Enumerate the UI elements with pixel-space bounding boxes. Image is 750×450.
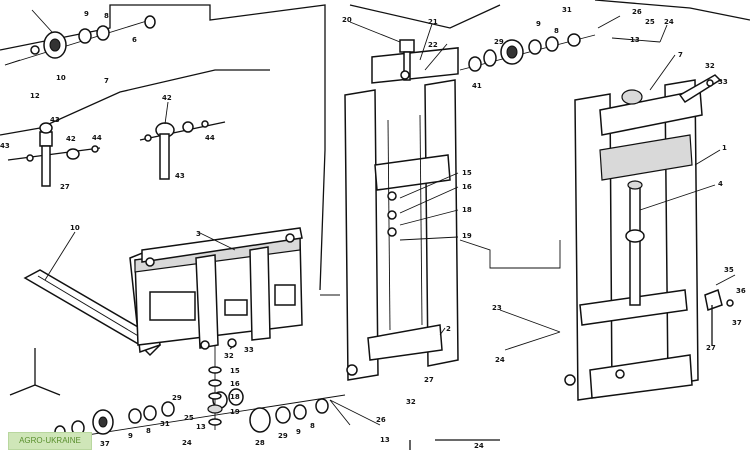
callout-15: 15 [462, 169, 472, 177]
callout-33: 33 [718, 78, 728, 86]
callout-1: 1 [722, 144, 727, 152]
callout-7: 7 [678, 51, 683, 59]
callout-30: 29 [494, 38, 504, 46]
callout-5: 7 [104, 77, 109, 85]
callout-25b: 24 [182, 439, 192, 447]
watermark-text: AGRO-UKRAINE [19, 436, 81, 445]
small-parts-right [704, 274, 736, 345]
inner-mast [344, 39, 459, 381]
leader-lines [31, 9, 721, 351]
callout-15b: 15 [230, 367, 240, 375]
callout-9: 9 [84, 10, 89, 18]
callout-44b: 44 [205, 134, 215, 142]
callout-25c: 24 [474, 442, 484, 450]
callout-14c: 13 [380, 436, 390, 444]
callout-26b: 25 [184, 414, 194, 422]
callout-4: 4 [718, 180, 723, 188]
outer-mast [564, 74, 722, 401]
callout-16: 16 [462, 183, 472, 191]
callout-2: 2 [446, 325, 451, 333]
callout-9b: 9 [536, 20, 541, 28]
callout-20: 20 [342, 16, 352, 24]
callout-30c: 29 [278, 432, 288, 440]
callout-37: 41 [472, 82, 482, 90]
callout-28b: 27 [424, 376, 434, 384]
callout-16b: 16 [230, 380, 240, 388]
callout-28: 27 [60, 183, 70, 191]
callout-41b: 42 [162, 94, 172, 102]
callout-36: 37 [732, 319, 742, 327]
callout-21: 21 [428, 18, 438, 26]
callout-32b: 32 [705, 62, 715, 70]
callout-18: 18 [462, 206, 472, 214]
callout-3: 3 [196, 230, 201, 238]
callout-26: 25 [645, 18, 655, 26]
callout-44: 44 [92, 134, 102, 142]
callout-9c: 9 [128, 432, 133, 440]
callout-41: 42 [66, 135, 76, 143]
callout-9d: 9 [296, 428, 301, 436]
callout-33b: 33 [244, 346, 254, 354]
watermark-logo: AGRO-UKRAINE [8, 432, 92, 450]
callout-labels: 7 10 12 8 9 6 43 42 44 43 27 42 43 44 10… [0, 6, 746, 450]
callout-19b: 19 [230, 408, 240, 416]
callout-6: 6 [132, 36, 137, 44]
callout-31b: 31 [160, 420, 170, 428]
callout-35: 36 [736, 287, 746, 295]
callout-34: 35 [724, 266, 734, 274]
pin-cluster-left [7, 122, 101, 187]
callout-23: 23 [492, 304, 502, 312]
callout-12: 10 [56, 74, 66, 82]
callout-10: 10 [70, 224, 80, 232]
callout-27: 26 [632, 8, 642, 16]
callout-18b: 18 [230, 393, 240, 401]
callout-32c: 32 [224, 352, 234, 360]
callout-8b: 8 [554, 27, 559, 35]
callout-31: 31 [562, 6, 572, 14]
callout-14: 13 [630, 36, 640, 44]
callout-22: 22 [428, 41, 438, 49]
callout-14b: 13 [196, 423, 206, 431]
callout-36b: 37 [100, 440, 110, 448]
upper-roller-assembly [459, 33, 596, 72]
callout-13: 12 [30, 92, 40, 100]
pin-assembly-center [139, 120, 226, 180]
callout-30b: 29 [172, 394, 182, 402]
top-left-roller-assembly [4, 15, 156, 66]
callout-25: 24 [664, 18, 674, 26]
callout-8d: 8 [310, 422, 315, 430]
callout-8: 8 [104, 12, 109, 20]
callout-27b: 26 [376, 416, 386, 424]
callout-24: 24 [495, 356, 505, 364]
callout-32: 32 [406, 398, 416, 406]
callout-19: 19 [462, 232, 472, 240]
callout-28c: 27 [706, 344, 716, 352]
axis-indicator [9, 348, 61, 396]
callout-43b: 43 [175, 172, 185, 180]
vertical-parts-stack [200, 338, 237, 430]
callout-8c: 8 [146, 427, 151, 435]
callout-42: 43 [50, 116, 60, 124]
fork-carriage [134, 227, 303, 349]
callout-29: 28 [255, 439, 265, 447]
callout-43: 43 [0, 142, 10, 150]
